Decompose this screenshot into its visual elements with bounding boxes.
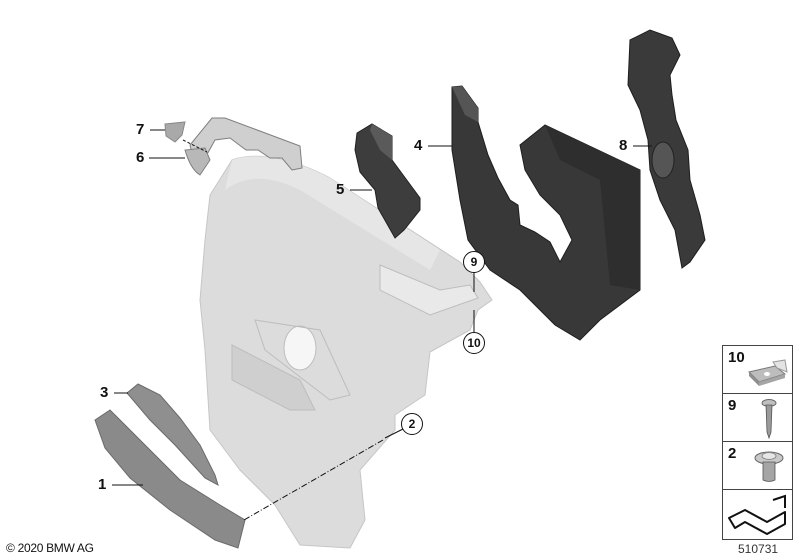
screw-icon: [761, 399, 777, 440]
flange-bolt-icon: [754, 451, 784, 482]
part-1-strip: [94, 409, 246, 549]
part-4-panel: [451, 85, 641, 341]
legend-label: 2: [728, 445, 737, 462]
callout-4: 4: [414, 137, 423, 154]
copyright-text: © 2020 BMW AG: [6, 541, 94, 555]
image-number: 510731: [738, 542, 779, 556]
legend-item-9: 9: [723, 394, 792, 442]
legend-label: 10: [728, 349, 745, 366]
leader-lines: [112, 129, 652, 521]
arrow-icon: [728, 494, 786, 535]
callout-1: 1: [98, 476, 107, 493]
callout-3: 3: [100, 384, 109, 401]
callout-8: 8: [619, 137, 628, 154]
legend-item-10: 10: [723, 346, 792, 394]
fastener-legend: 10 9 2: [722, 345, 793, 540]
side-trim-panel: [199, 155, 493, 549]
callout-6: 6: [136, 149, 145, 166]
callout-10: 10: [463, 332, 485, 354]
part-7-cap: [164, 121, 186, 143]
part-6-bracket: [182, 117, 303, 176]
callout-5: 5: [336, 181, 345, 198]
legend-label: 9: [728, 397, 737, 414]
callout-2: 2: [401, 413, 423, 435]
callout-9: 9: [463, 251, 485, 273]
callout-7: 7: [136, 121, 145, 138]
part-8-bracket: [627, 29, 706, 269]
legend-item-2: 2: [723, 442, 792, 490]
part-3-trim: [126, 383, 219, 487]
legend-item-arrow: [723, 490, 792, 539]
spring-nut-icon: [748, 359, 788, 386]
